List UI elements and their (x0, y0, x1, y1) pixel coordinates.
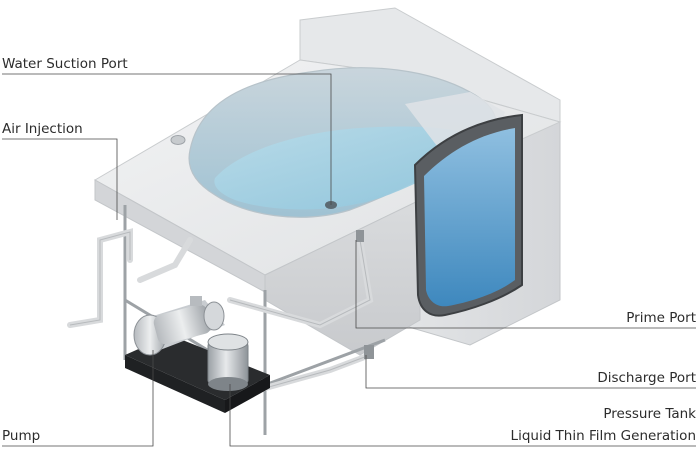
pressure-tank (207, 333, 249, 391)
discharge-port (364, 345, 374, 359)
door-glass (424, 128, 515, 307)
air-button (170, 135, 186, 145)
label-prime-port: Prime Port (626, 310, 696, 326)
callout-lines (2, 73, 696, 447)
label-discharge-port: Discharge Port (597, 370, 696, 386)
label-liquid-thin-film-generation: Liquid Thin Film Generation (510, 428, 696, 444)
label-air-injection: Air Injection (2, 121, 83, 137)
label-water-suction-port: Water Suction Port (2, 56, 128, 72)
label-pressure-tank: Pressure Tank (603, 406, 696, 422)
pump (133, 296, 225, 356)
tub-water (214, 126, 478, 210)
label-pump: Pump (2, 428, 41, 444)
prime-port (356, 230, 364, 242)
tub-seat (405, 92, 505, 150)
